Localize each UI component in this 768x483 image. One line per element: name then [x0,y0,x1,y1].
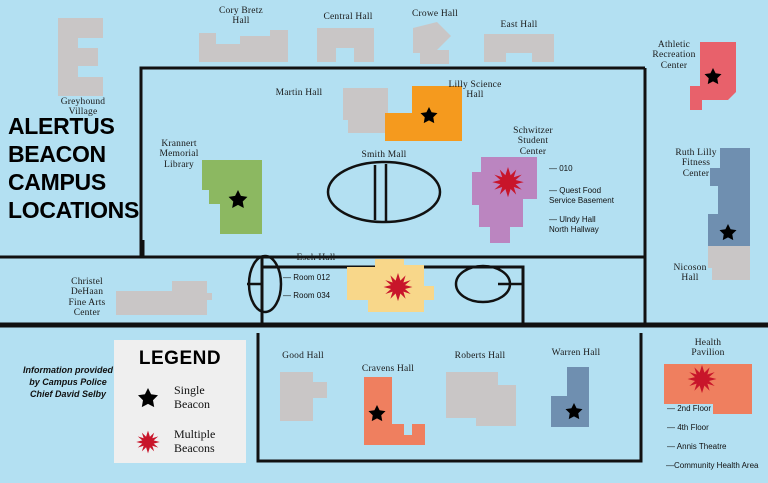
star-icon-athletic-recreation-center [704,68,722,85]
building-central-hall[interactable] [317,28,374,62]
burst-icon-schwitzer-student-center [492,167,524,198]
building-martin-hall[interactable] [343,88,388,133]
single-beacon-star-icon [138,387,158,407]
annotation-schwitzer-1: — Quest Food Service Basement [549,186,614,205]
annotation-schwitzer-2: — Ulndy Hall North Hallway [549,215,599,234]
single-beacon-markers [228,68,737,422]
smith-mall-shape [326,160,442,224]
legend-panel: LEGEND Single Beacon Multiple Beacons [114,340,246,463]
legend-item-single-beacon: Single Beacon [136,383,210,412]
legend-item-multiple-beacons: Multiple Beacons [136,427,216,456]
star-icon-krannert-memorial-library [228,190,248,208]
road-upper-frame [139,66,645,257]
building-ruth-lilly-fitness-center[interactable] [708,148,750,246]
burst-icon-esch-hall [383,273,413,302]
building-cory-bretz-hall[interactable] [199,30,288,62]
annotation-health-pavilion-2: — Annis Theatre [667,442,727,451]
roundabout-left-oval [247,254,283,314]
road-bottom-frame [256,333,643,463]
building-roberts-hall[interactable] [446,372,516,426]
building-schwitzer-student-center[interactable] [472,157,537,243]
page-title: ALERTUS BEACON CAMPUS LOCATIONS [8,113,140,224]
building-nicoson-hall[interactable] [708,246,750,280]
burst-icon-health-pavilion [687,365,717,394]
annotation-esch-1: — Room 034 [283,291,331,300]
building-good-hall[interactable] [280,372,327,421]
building-christel-dehaan-fine-arts-center[interactable] [116,281,212,315]
building-crowe-hall[interactable] [413,22,451,64]
roundabout-right-oval [454,264,512,304]
annotation-schwitzer-0: — 010 [549,164,573,173]
credit-note: Information provided by Campus Police Ch… [23,365,113,399]
star-icon-ruth-lilly-fitness-center [719,224,737,241]
annotation-health-pavilion-0: — 2nd Floor [667,404,712,413]
building-cravens-hall[interactable] [364,377,425,445]
star-icon-lilly-science-hall [420,107,438,124]
legend-label-single-beacon: Single Beacon [174,383,210,411]
legend-label-multiple-beacons: Multiple Beacons [174,427,216,455]
annotation-health-pavilion-3: —Community Health Area [666,461,759,470]
annotation-health-pavilion-1: — 4th Floor [667,423,709,432]
building-east-hall[interactable] [484,34,554,62]
annotation-esch-0: — Room 012 [283,273,331,282]
building-greyhound-village[interactable] [58,18,103,96]
road-network [0,66,768,463]
legend-title: LEGEND [138,348,222,369]
star-icon-warren-hall [565,403,583,420]
star-icon-cravens-hall [368,405,386,422]
multiple-beacons-burst-icon [136,430,160,454]
multiple-beacon-markers [383,167,717,394]
